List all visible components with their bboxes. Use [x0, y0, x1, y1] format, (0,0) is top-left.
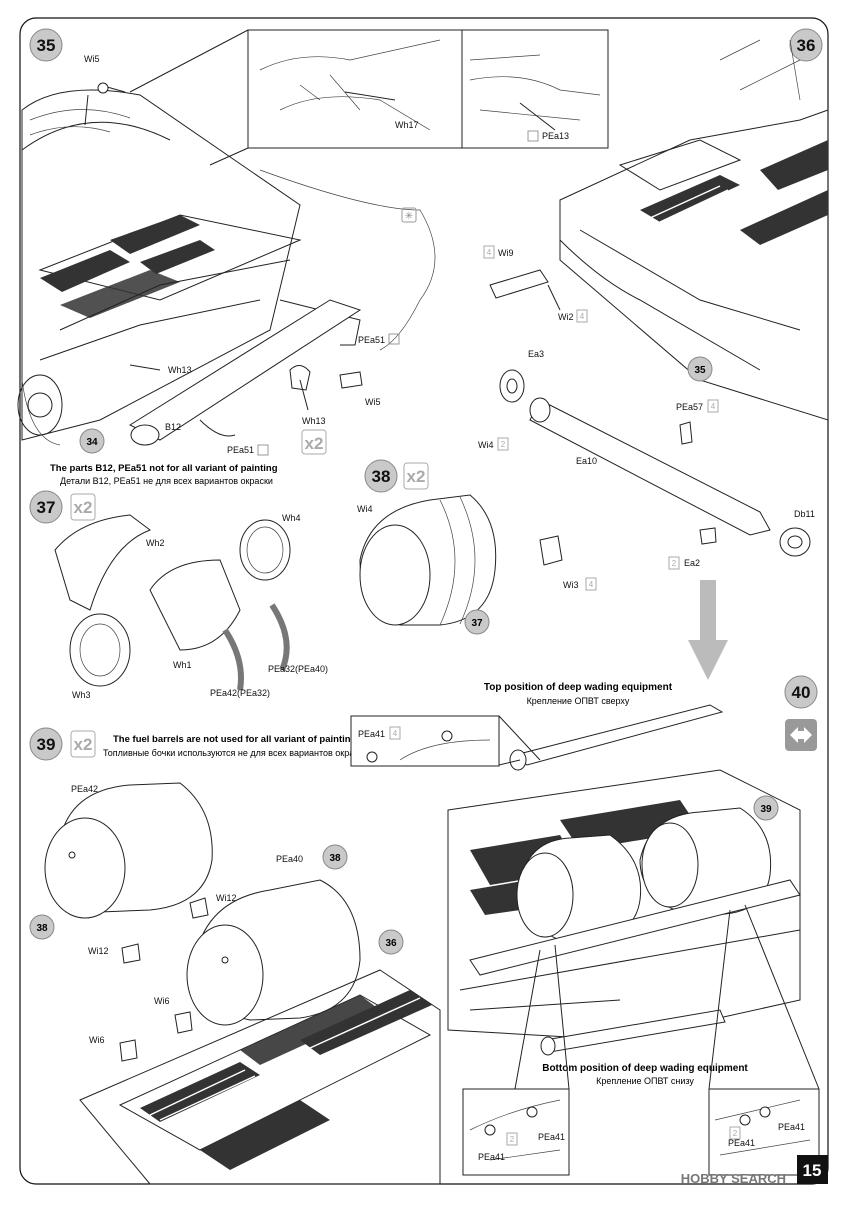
step-40: 40 Top position of deep wading equipment…: [350, 675, 820, 1176]
part-label-wi6-upper: Wi6: [154, 996, 170, 1006]
svg-text:2: 2: [672, 559, 677, 568]
ref-34-text: 34: [86, 437, 98, 448]
step-40-number: 40: [792, 683, 811, 702]
step-35-qty-text: x2: [305, 434, 324, 453]
part-label-ea10: Ea10: [576, 456, 597, 466]
step-39-hull-drawing: [79, 969, 441, 1185]
part-label-wi12-lower: Wi12: [88, 946, 109, 956]
step-39-note-en: The fuel barrels are not used for all va…: [113, 734, 357, 745]
step-36-badge: [789, 28, 823, 62]
step-38-badge: [364, 459, 398, 493]
step-35-quantity: [301, 429, 327, 455]
step-39-qty-text: x2: [74, 735, 93, 754]
part-label-wi6-lower: Wi6: [89, 1035, 105, 1045]
svg-text:4: 4: [589, 580, 594, 589]
svg-text:4: 4: [393, 729, 398, 738]
step-39-badge: [29, 727, 63, 761]
step-36-number: 36: [797, 36, 816, 55]
part-label-ea2: Ea2: [684, 558, 700, 568]
step-38: 38 x2 Wi4 2 Wi4 Wi3 4 37: [357, 437, 597, 635]
svg-text:38: 38: [329, 853, 341, 864]
svg-text:4: 4: [487, 248, 492, 257]
part-label-pea13: PEa13: [542, 131, 569, 141]
part-label-pea41-bl-right: PEa41: [538, 1132, 565, 1142]
part-label-db11: Db11: [794, 509, 815, 519]
part-label-wi3: Wi3: [563, 580, 579, 590]
svg-text:2: 2: [510, 1135, 515, 1144]
svg-text:36: 36: [385, 938, 397, 949]
step-40-top-ru: Крепление ОПВТ сверху: [527, 696, 630, 706]
part-label-wi5-top: Wi5: [84, 54, 100, 64]
part-label-pea51-left: PEa51: [227, 445, 254, 455]
step-35-detail-box: [247, 29, 609, 149]
step-39-note-ru: Топливные бочки используются не для всех…: [103, 748, 368, 758]
part-label-pea57: PEa57: [676, 402, 703, 412]
step-36: 36 Wi9 4 Wi2 4 35 Ea3 Ea10 PEa57: [483, 28, 829, 570]
part-label-pea41-br-right: PEa41: [778, 1122, 805, 1132]
part-label-pea42: PEa42(PEa32): [210, 688, 270, 698]
part-label-wi12-upper: Wi12: [216, 893, 237, 903]
step-39-number: 39: [37, 735, 56, 754]
svg-text:2: 2: [501, 440, 506, 449]
part-label-wi9: Wi9: [498, 248, 514, 258]
part-label-wh2: Wh2: [146, 538, 165, 548]
part-label-pea41-top: PEa41: [358, 729, 385, 739]
part-label-pea41-br-left: PEa41: [728, 1138, 755, 1148]
page-number-box: [797, 1155, 828, 1184]
svg-text:4: 4: [711, 402, 716, 411]
step-35-note-ru: Детали B12, PEa51 не для всех вариантов …: [60, 476, 273, 486]
step-35: 35 Wh17: [17, 28, 609, 486]
part-label-pea40-barrel: PEa40: [276, 854, 303, 864]
part-label-pea42-barrel: PEa42: [71, 784, 98, 794]
part-label-pea32: PEa32(PEa40): [268, 664, 328, 674]
step-36-hull-drawing: [559, 39, 829, 421]
step-40-hull-drawing: [447, 769, 801, 1056]
part-label-wi4-left: Wi4: [357, 504, 373, 514]
part-label-ea3: Ea3: [528, 349, 544, 359]
ref-badge-39: [753, 795, 779, 821]
step-35-number: 35: [37, 36, 56, 55]
part-label-pea51-right: PEa51: [358, 335, 385, 345]
ref-badge-37: [464, 609, 490, 635]
step-39: 39 x2 The fuel barrels are not used for …: [29, 727, 441, 1185]
page-number: 15: [803, 1161, 822, 1180]
svg-text:✳: ✳: [405, 211, 413, 222]
part-label-wh1: Wh1: [173, 660, 192, 670]
part-label-wh17: Wh17: [395, 120, 419, 130]
flow-arrow: [688, 580, 728, 680]
step-37-number: 37: [37, 498, 56, 517]
part-label-wi2: Wi2: [558, 312, 574, 322]
step-38-qty-text: x2: [407, 467, 426, 486]
step-37-badge: [29, 490, 63, 524]
ref-39-text: 39: [760, 804, 772, 815]
part-label-b12: B12: [165, 422, 181, 432]
ref-35-text: 35: [694, 365, 706, 376]
step-35-hull-drawing: [17, 89, 302, 446]
part-label-wh3: Wh3: [72, 690, 91, 700]
part-label-wi4-top: Wi4: [478, 440, 494, 450]
svg-text:4: 4: [580, 312, 585, 321]
step-37-qty-text: x2: [74, 498, 93, 517]
step-35-badge: [29, 28, 63, 62]
part-label-wi5-bottom: Wi5: [365, 397, 381, 407]
watermark: HOBBY SEARCH: [681, 1171, 786, 1186]
part-label-wh4: Wh4: [282, 513, 301, 523]
step-37: 37 x2 Wh2 Wh3 Wh1 Wh4 PEa32(PEa40) PEa42…: [29, 490, 328, 700]
step-40-bottom-en: Bottom position of deep wading equipment: [542, 1063, 748, 1074]
ref-badge-34: [79, 428, 105, 454]
step-38-number: 38: [372, 467, 391, 486]
part-label-wh13-left: Wh13: [168, 365, 192, 375]
part-label-pea41-bl-left: PEa41: [478, 1152, 505, 1162]
step-40-top-en: Top position of deep wading equipment: [484, 682, 673, 693]
svg-text:2: 2: [733, 1129, 738, 1138]
ref-badge-35: [687, 356, 713, 382]
step-40-badge: [784, 675, 818, 709]
svg-text:38: 38: [36, 923, 48, 934]
ref-37-text: 37: [471, 618, 483, 629]
photo-etch-icon: [401, 207, 417, 223]
part-label-wh13-right: Wh13: [302, 416, 326, 426]
step-35-note-en: The parts B12, PEa51 not for all variant…: [50, 463, 278, 474]
step-40-bottom-ru: Крепление ОПВТ снизу: [596, 1076, 694, 1086]
